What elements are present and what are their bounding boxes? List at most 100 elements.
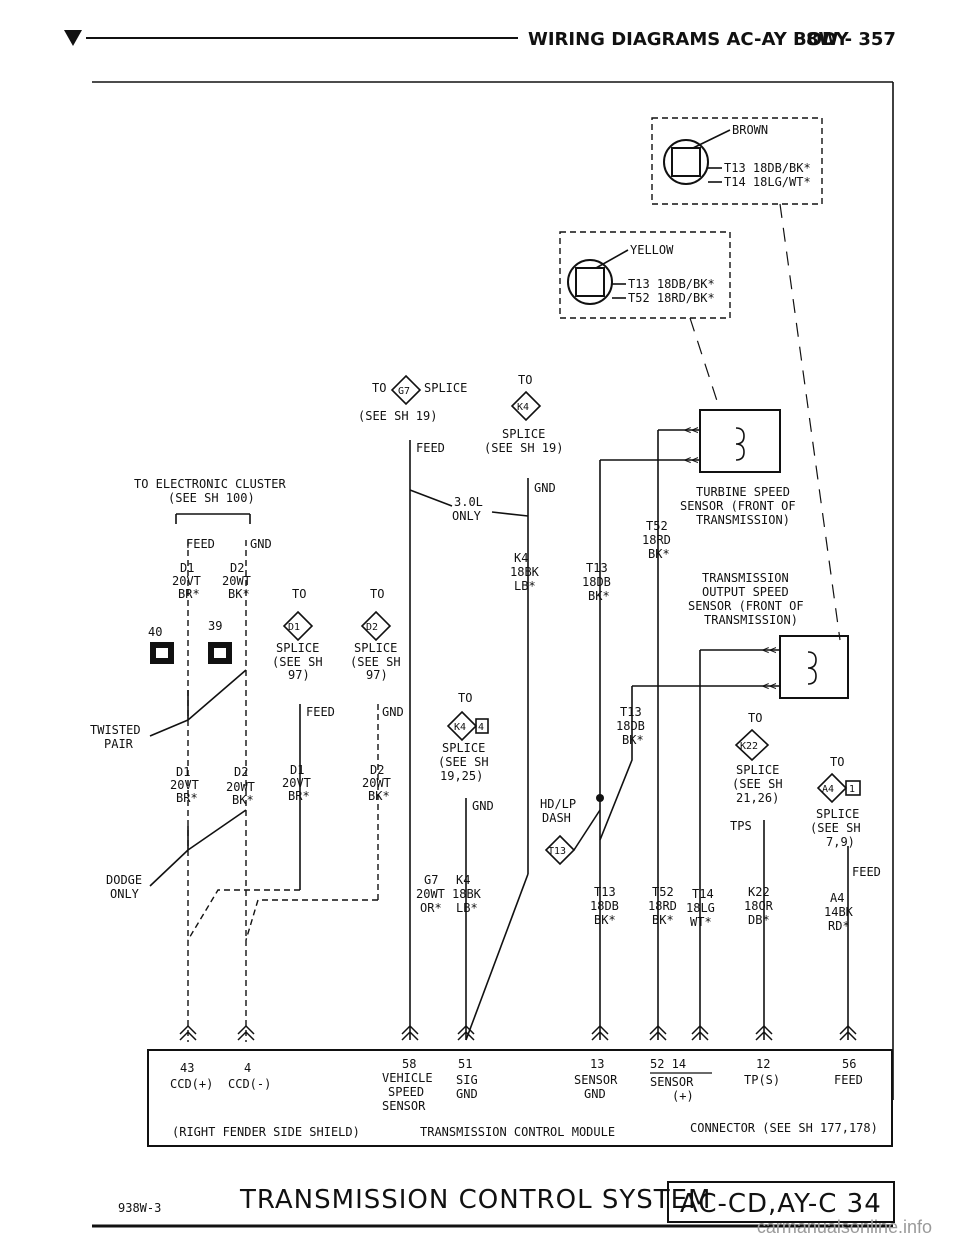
footer-model-code: AC-CD,AY-C 34 (680, 1189, 882, 1219)
label-splices-k22-id: K22 (740, 741, 758, 752)
label-wires-d2a-1: 20WT (226, 780, 255, 794)
turbine-speed-sensor: << << TURBINE SPEED SENSOR (FRONT OF TRA… (600, 409, 796, 527)
label-module-pins-0-num: 43 (180, 1061, 194, 1075)
cluster-d1-color: BR* (178, 587, 200, 601)
label-options-hdlp2: DASH (542, 811, 571, 825)
label-wires-t13b-0: T13 (620, 705, 642, 719)
splice-g7: TO G7 SPLICE (SEE SH 19) FEED (358, 374, 467, 1040)
cluster-pin-39: 39 (208, 619, 222, 633)
label-wires-d1b-0: D1 (290, 763, 304, 777)
label-splices-k22-word: SPLICE (736, 763, 779, 777)
turbine-label-2: SENSOR (FRONT OF (680, 499, 796, 513)
yellow-pin1: T13 18DB/BK* (628, 277, 715, 291)
label-wires-a4-2: RD* (828, 919, 850, 933)
label-splices-k4mid-pin: 4 (478, 722, 484, 733)
label-wires-d1a-0: D1 (176, 765, 190, 779)
label-splices-k22-to: TO (748, 711, 762, 725)
label-splices-k4top-ref: (SEE SH 19) (484, 441, 563, 455)
label-wires-d2a-0: D2 (234, 765, 248, 779)
label-wires-t14-1: 18LG (686, 901, 715, 915)
label-wires-k22-2: DB* (748, 913, 770, 927)
label-splices-d1-feed: FEED (306, 705, 335, 719)
label-wires-k4a-2: LB* (514, 579, 536, 593)
label-module-pins-4-l1: SENSOR (574, 1073, 618, 1087)
label-module-pins-6-num: 12 (756, 1057, 770, 1071)
label-module-pins-6-l1: TP(S) (744, 1073, 780, 1087)
label-splices-d1-ref1: (SEE SH (272, 655, 323, 669)
cluster-d2-circuit: D2 (230, 561, 244, 575)
label-splices-d2-word: SPLICE (354, 641, 397, 655)
label-module-connector: CONNECTOR (SEE SH 177,178) (690, 1121, 878, 1135)
label-wires-a4-1: 14BK (824, 905, 854, 919)
label-wires-t13c-2: BK* (594, 913, 616, 927)
label-wires-t52b-0: T52 (652, 885, 674, 899)
label-splices-k4mid-to: TO (458, 691, 472, 705)
header-page-number: 8W - 357 (806, 29, 896, 50)
label-wires-d2b-2: BK* (368, 789, 390, 803)
label-module-pins-3-num: 51 (458, 1057, 472, 1071)
hdlp-dash-option: HD/LP DASH T13 (540, 797, 601, 866)
label-splices-a4-feed: FEED (852, 865, 881, 879)
svg-text:<<: << (762, 643, 776, 657)
cluster-ref: (SEE SH 100) (168, 491, 255, 505)
terminal-marks (179, 1024, 857, 1041)
label-splices-d2-gnd: GND (382, 705, 404, 719)
label-splices-a4-id: A4 (822, 784, 834, 795)
label-splices-k22-ref2: 21,26) (736, 791, 779, 805)
label-wires-t13c-1: 18DB (590, 899, 619, 913)
header-triangle-icon (64, 30, 82, 46)
label-wires-k22-1: 18OR (744, 899, 774, 913)
yellow-connector-color: YELLOW (630, 243, 674, 257)
label-splices-a4-pin: 1 (849, 784, 855, 795)
label-splices-k4top-id: K4 (517, 402, 529, 413)
label-module-name: TRANSMISSION CONTROL MODULE (420, 1125, 615, 1139)
header-title: WIRING DIAGRAMS AC-AY BODY (528, 29, 850, 50)
label-splices-k22-tps: TPS (730, 819, 752, 833)
label-wires-d1a-2: BR* (176, 791, 198, 805)
label-wires-g7-0: G7 (424, 873, 438, 887)
label-wires-t52a-1: 18RD (642, 533, 671, 547)
label-module-pins-7-l1: FEED (834, 1073, 863, 1087)
turbine-label-3: TRANSMISSION) (696, 513, 790, 527)
label-splices-g7-ref: (SEE SH 19) (358, 409, 437, 423)
electronic-cluster-group: TO ELECTRONIC CLUSTER (SEE SH 100) FEED … (90, 477, 286, 1042)
right-wire-labels: T13 18DB BK* T52 18RD BK* T14 18LG WT* K… (590, 885, 854, 933)
output-label-3: SENSOR (FRONT OF (688, 599, 804, 613)
label-splices-d2-id: D2 (366, 622, 378, 633)
splice-a4: TO A4 1 SPLICE (SEE SH 7,9) FEED (810, 755, 881, 879)
transmission-control-module: 43 CCD(+) 4 CCD(-) 58 VEHICLE SPEED SENS… (147, 1049, 893, 1147)
label-wires-t14-2: WT* (690, 915, 712, 929)
label-module-pins-4-l2: GND (584, 1087, 606, 1101)
label-splices-g7-id: G7 (398, 386, 410, 397)
svg-text:<<: << (762, 679, 776, 693)
label-module-pins-2-l3: SENSOR (382, 1099, 426, 1113)
label-splices-a4-to: TO (830, 755, 844, 769)
label-wires-t13b-1: 18DB (616, 719, 645, 733)
twisted-pair-label-2: PAIR (104, 737, 134, 751)
label-splices-a4-ref1: (SEE SH (810, 821, 861, 835)
output-speed-sensor: << << TRANSMISSION OUTPUT SPEED SENSOR (… (632, 571, 849, 699)
label-options-v6_2: ONLY (452, 509, 482, 523)
brown-pin1: T13 18DB/BK* (724, 161, 811, 175)
label-wires-t52a-0: T52 (646, 519, 668, 533)
label-splices-k4mid-word: SPLICE (442, 741, 485, 755)
label-wires-k4b-1: 18BK (452, 887, 482, 901)
cluster-d1-circuit: D1 (180, 561, 194, 575)
left-wire-labels: D1 20VT BR* D2 20WT BK* D1 20VT BR* D2 2… (170, 763, 391, 807)
label-module-location: (RIGHT FENDER SIDE SHIELD) (172, 1125, 360, 1139)
splice-d2: TO D2 SPLICE (SEE SH 97) GND (350, 587, 404, 900)
cluster-d2-gauge: 20WT (222, 574, 251, 588)
label-module-pins-7-num: 56 (842, 1057, 856, 1071)
output-label-1: TRANSMISSION (702, 571, 789, 585)
label-module-pins-3-l2: GND (456, 1087, 478, 1101)
label-module-pins-0-l1: CCD(+) (170, 1077, 213, 1091)
label-wires-g7-1: 20WT (416, 887, 445, 901)
label-wires-t13a-0: T13 (586, 561, 608, 575)
label-splices-g7-to: TO (372, 381, 386, 395)
label-module-pins-2-num: 58 (402, 1057, 416, 1071)
footer-code: 938W-3 (118, 1201, 161, 1215)
label-splices-d2-ref1: (SEE SH (350, 655, 401, 669)
yellow-pin2: T52 18RD/BK* (628, 291, 715, 305)
twisted-pair-label-1: TWISTED (90, 723, 141, 737)
splice-k4-mid: TO K4 4 SPLICE (SEE SH 19,25) GND (438, 691, 494, 1040)
